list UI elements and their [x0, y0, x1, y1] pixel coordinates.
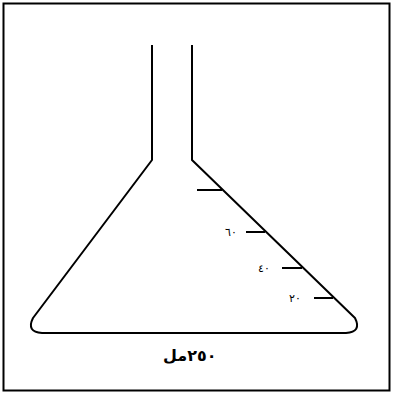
graduation-ticks	[197, 190, 333, 298]
graduation-tick	[314, 297, 333, 299]
frame-border	[4, 4, 390, 391]
graduation-number: ٦٠	[225, 227, 237, 238]
erlenmeyer-flask	[31, 45, 357, 333]
graduation-tick	[246, 231, 265, 233]
flask-capacity-caption: ٢٥٠مل	[163, 348, 216, 364]
graduation-number: ٢٠	[289, 293, 301, 304]
graduation-number: ٤٠	[258, 263, 270, 274]
graduation-tick	[282, 267, 302, 269]
graduation-tick	[197, 189, 222, 191]
